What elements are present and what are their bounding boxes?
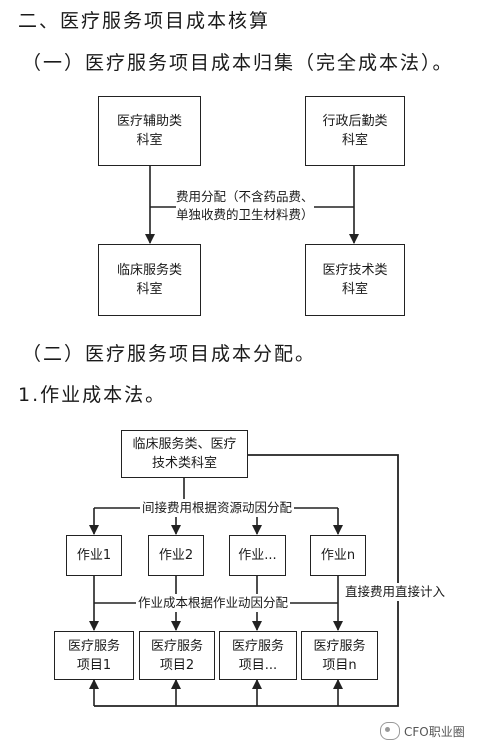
box-clinical-service-dept: 临床服务类 科室 <box>98 244 201 316</box>
watermark: CFO职业圈 <box>380 722 465 740</box>
section-heading: 二、医疗服务项目成本核算 <box>18 10 271 32</box>
subsection-heading-cost-allocation: （二）医疗服务项目成本分配。 <box>22 343 317 365</box>
box-activity-1: 作业1 <box>66 535 122 576</box>
box-admin-logistics-dept: 行政后勤类 科室 <box>305 96 405 166</box>
wechat-icon <box>380 722 400 740</box>
label-activity-cost-driver: 作业成本根据作业动因分配 <box>136 594 291 612</box>
box-clinical-medtech-depts: 临床服务类、医疗 技术类科室 <box>121 430 248 478</box>
box-medical-service-item-1: 医疗服务 项目1 <box>54 631 134 680</box>
watermark-text: CFO职业圈 <box>404 724 465 739</box>
box-medical-technology-dept: 医疗技术类 科室 <box>305 244 405 316</box>
label-indirect-cost-resource-driver: 间接费用根据资源动因分配 <box>140 499 295 517</box>
label-direct-cost: 直接费用直接计入 <box>345 583 446 601</box>
box-medical-service-item-n: 医疗服务 项目n <box>301 631 378 680</box>
box-medical-service-item-ellipsis: 医疗服务 项目... <box>219 631 297 680</box>
subsection-heading-cost-collection: （一）医疗服务项目成本归集（完全成本法）。 <box>22 52 454 74</box>
method-heading-activity-based: 1.作业成本法。 <box>18 384 167 406</box>
box-activity-2: 作业2 <box>148 535 204 576</box>
box-medical-service-item-2: 医疗服务 项目2 <box>139 631 215 680</box>
box-activity-n: 作业n <box>310 535 366 576</box>
direct-cost-loop <box>94 454 399 707</box>
label-cost-allocation: 费用分配（不含药品费、 单独收费的卫生材料费） <box>176 188 314 224</box>
box-medical-auxiliary-dept: 医疗辅助类 科室 <box>98 96 201 166</box>
box-activity-ellipsis: 作业... <box>229 535 286 576</box>
